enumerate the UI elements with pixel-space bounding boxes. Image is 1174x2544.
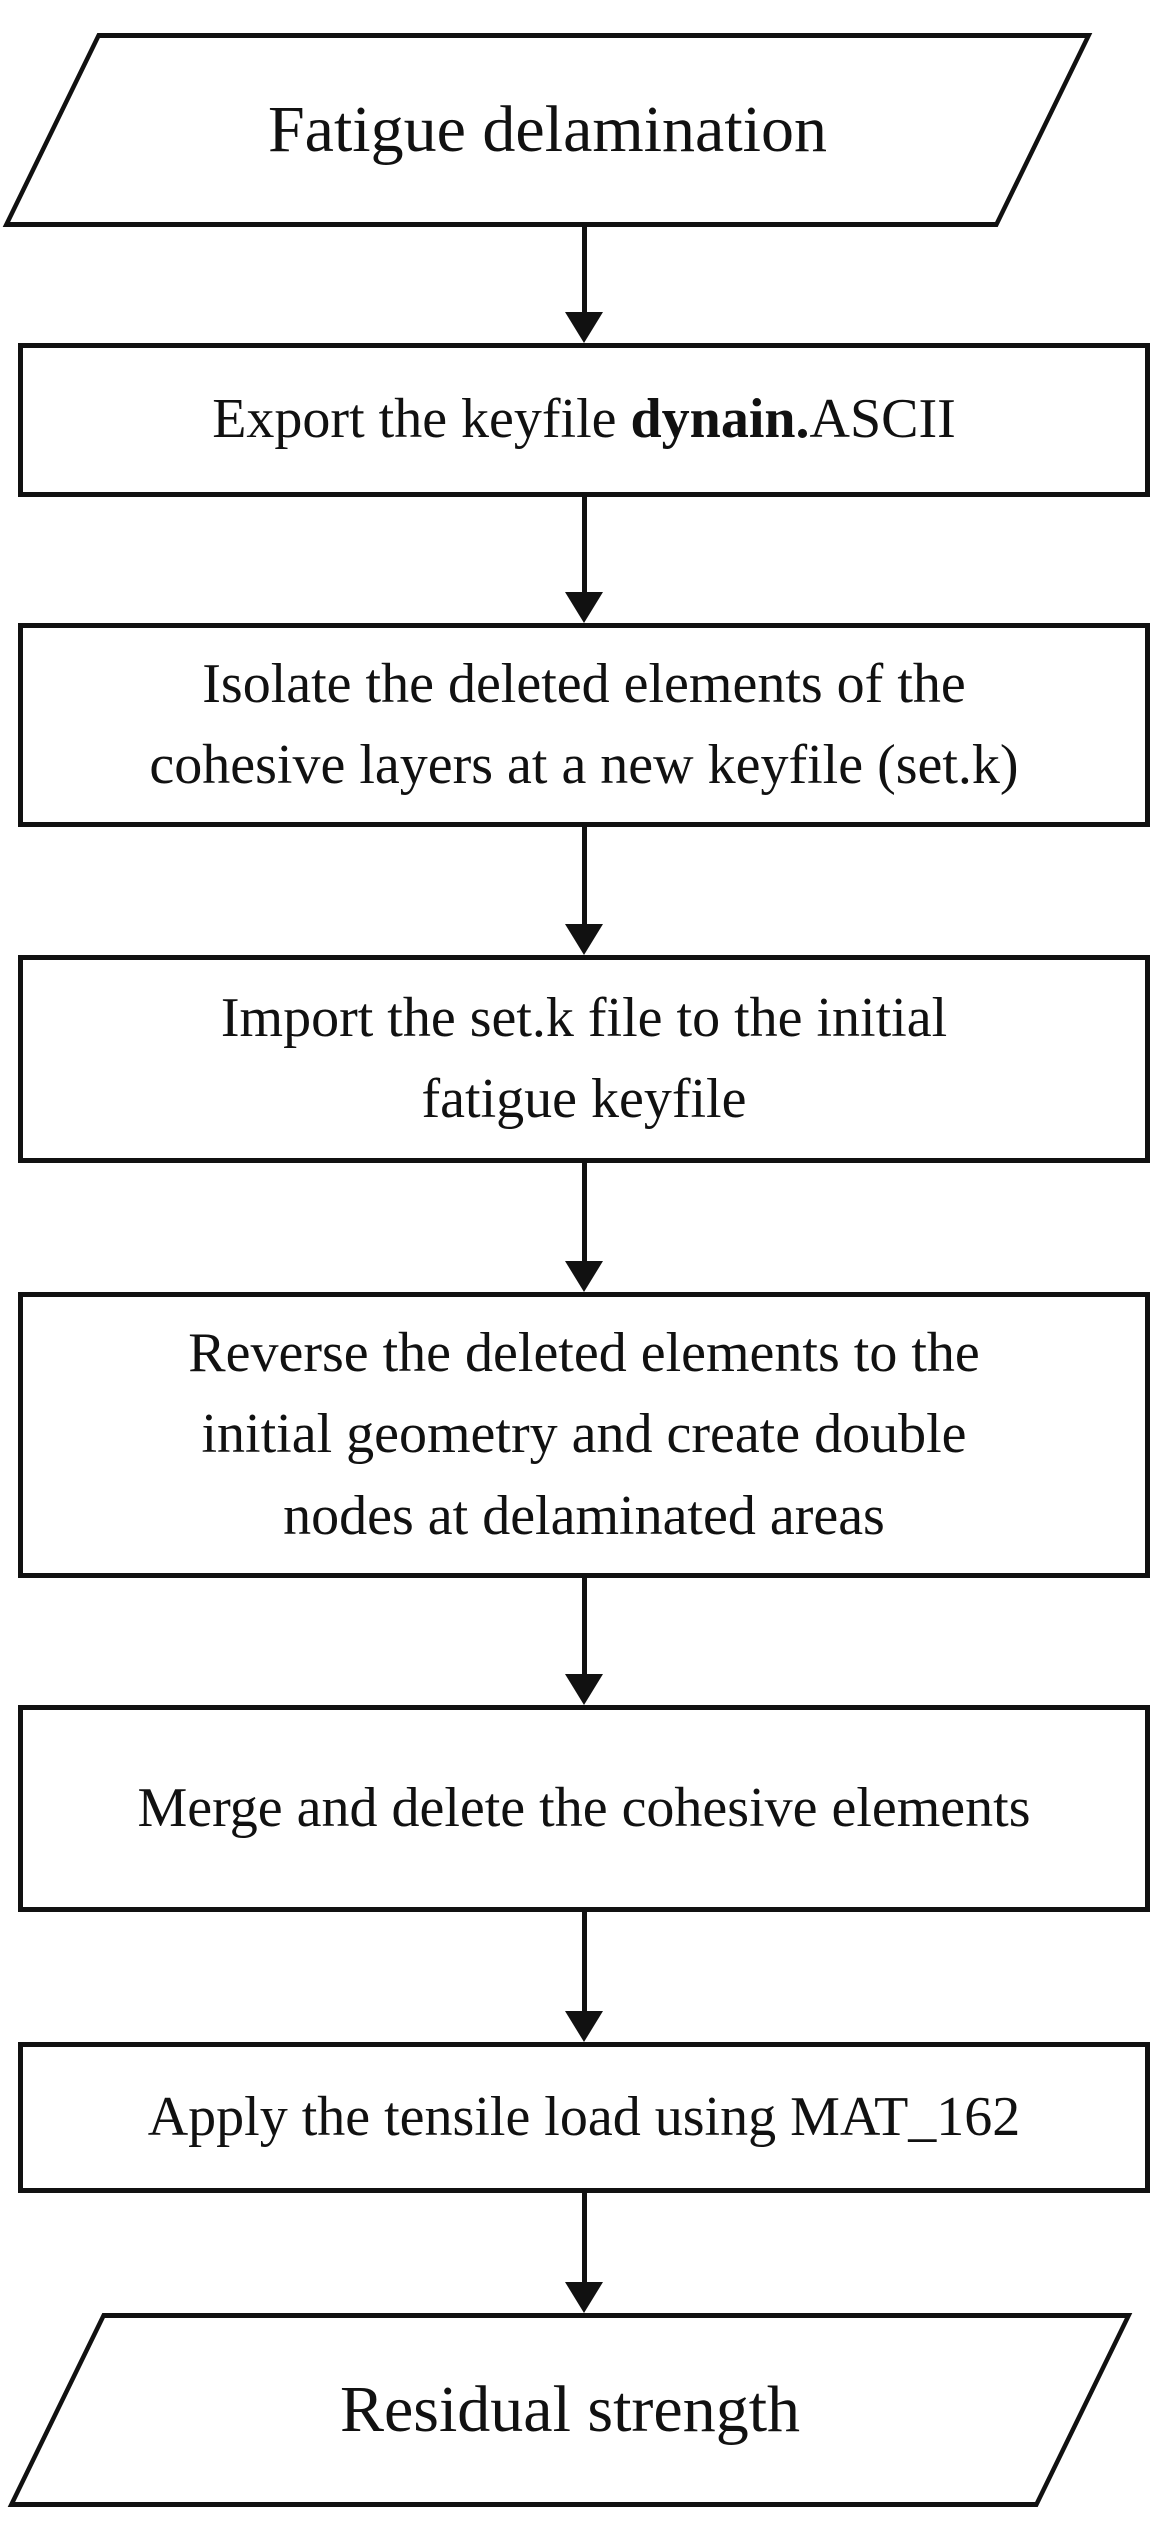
flow-arrow: [564, 1912, 604, 2042]
node-label: Residual strength: [339, 2373, 801, 2447]
arrow-line: [581, 1578, 587, 1675]
arrow-line: [581, 827, 587, 925]
arrow-line: [581, 2193, 587, 2283]
flow-arrow: [564, 1578, 604, 1705]
node-label: Export the keyfile dynain.ASCII: [212, 379, 956, 460]
node-label: Isolate the deleted elements of the cohe…: [149, 652, 1019, 796]
node-process-apply-load: Apply the tensile load using MAT_162: [18, 2042, 1150, 2193]
flow-arrow: [564, 497, 604, 623]
node-label: Fatigue delamination: [267, 93, 828, 167]
flow-arrow: [564, 827, 604, 955]
arrowhead-down-icon: [565, 312, 603, 343]
label-prefix: Export the keyfile: [212, 388, 631, 451]
node-label: Import the set.k file to the initial fat…: [220, 986, 948, 1130]
arrowhead-down-icon: [565, 592, 603, 623]
node-label: Reverse the deleted elements to the init…: [188, 1322, 980, 1547]
label-filename-bold: dynain.: [630, 388, 810, 451]
arrowhead-down-icon: [565, 1261, 603, 1292]
arrowhead-down-icon: [565, 2282, 603, 2313]
node-process-merge-delete: Merge and delete the cohesive elements: [18, 1705, 1150, 1912]
arrowhead-down-icon: [565, 924, 603, 955]
arrow-line: [581, 1163, 587, 1262]
node-label: Merge and delete the cohesive elements: [137, 1776, 1031, 1839]
arrow-line: [581, 1912, 587, 2012]
node-process-isolate-elements: Isolate the deleted elements of the cohe…: [18, 623, 1150, 827]
node-label: Apply the tensile load using MAT_162: [147, 2085, 1021, 2148]
node-end-terminal: Residual strength: [7, 2313, 1133, 2507]
node-process-reverse-elements: Reverse the deleted elements to the init…: [18, 1292, 1150, 1578]
arrowhead-down-icon: [565, 1674, 603, 1705]
flow-arrow: [564, 1163, 604, 1292]
arrow-line: [581, 497, 587, 593]
flow-arrow: [564, 227, 604, 343]
node-process-import-setk: Import the set.k file to the initial fat…: [18, 955, 1150, 1163]
node-start-terminal: Fatigue delamination: [2, 33, 1093, 227]
node-process-export-keyfile: Export the keyfile dynain.ASCII: [18, 343, 1150, 497]
flow-arrow: [564, 2193, 604, 2313]
arrow-line: [581, 227, 587, 313]
label-suffix: ASCII: [809, 388, 956, 451]
arrowhead-down-icon: [565, 2011, 603, 2042]
